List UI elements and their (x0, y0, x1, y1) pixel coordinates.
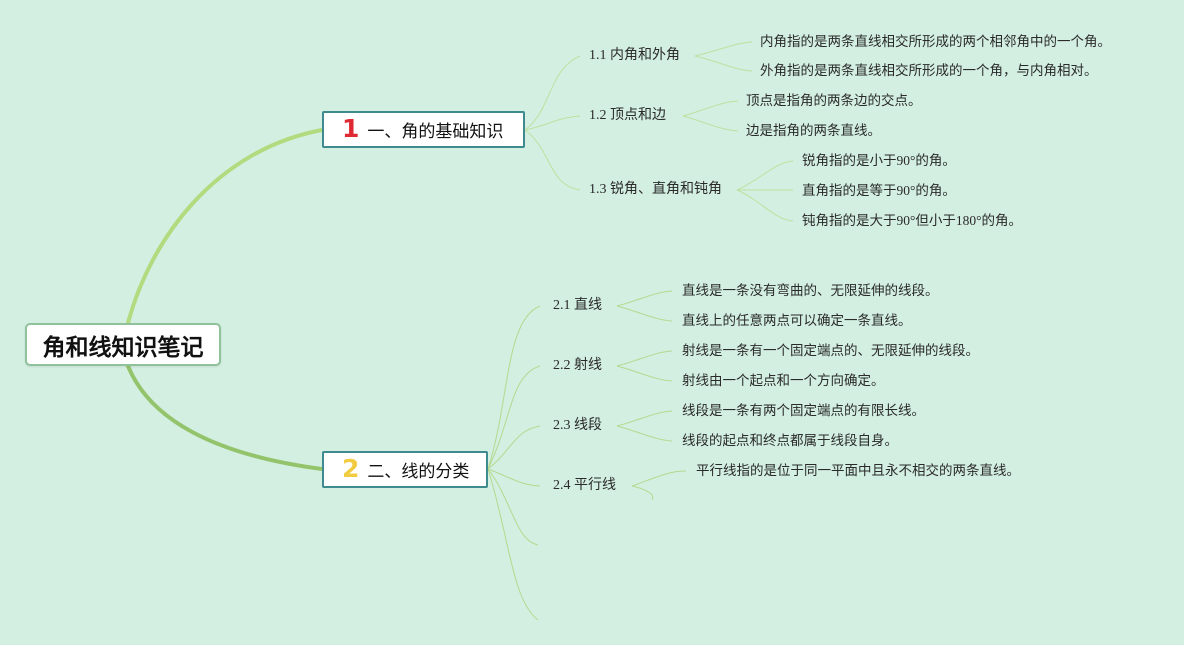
root-topic[interactable]: 角和线知识笔记 (25, 323, 221, 366)
branch-label: 一、角的基础知识 (367, 122, 504, 142)
subtopic-2-3[interactable]: 2.3 线段 (553, 418, 602, 433)
leaf-1-3-3[interactable]: 钝角指的是大于90°但小于180°的角。 (802, 213, 1023, 228)
number-2-icon: 2 (342, 454, 360, 483)
branch-label: 二、线的分类 (367, 462, 470, 482)
leaf-1-3-1[interactable]: 锐角指的是小于90°的角。 (802, 153, 956, 168)
leaf-2-1-1[interactable]: 直线是一条没有弯曲的、无限延伸的线段。 (682, 283, 939, 298)
leaf-1-3-2[interactable]: 直角指的是等于90°的角。 (802, 183, 956, 198)
subtopic-1-1[interactable]: 1.1 内角和外角 (589, 48, 680, 63)
leaf-2-1-2[interactable]: 直线上的任意两点可以确定一条直线。 (682, 313, 912, 328)
root-to-branch-2-line (126, 364, 324, 471)
branch-line-types[interactable]: 2 二、线的分类 (322, 451, 488, 488)
leaf-2-4-1[interactable]: 平行线指的是位于同一平面中且永不相交的两条直线。 (696, 463, 1020, 478)
subtopic-2-1[interactable]: 2.1 直线 (553, 298, 602, 313)
leaf-1-1-1[interactable]: 内角指的是两条直线相交所形成的两个相邻角中的一个角。 (760, 34, 1111, 49)
root-topic-label: 角和线知识笔记 (42, 334, 204, 361)
branch-2-links (487, 290, 687, 621)
leaf-1-2-1[interactable]: 顶点是指角的两条边的交点。 (746, 93, 922, 108)
leaf-2-3-2[interactable]: 线段的起点和终点都属于线段自身。 (682, 433, 898, 448)
subtopic-2-2[interactable]: 2.2 射线 (553, 358, 602, 373)
subtopic-1-2[interactable]: 1.2 顶点和边 (589, 108, 666, 123)
leaf-2-3-1[interactable]: 线段是一条有两个固定端点的有限长线。 (682, 403, 925, 418)
leaf-2-2-1[interactable]: 射线是一条有一个固定端点的、无限延伸的线段。 (682, 343, 979, 358)
branch-angles-basics[interactable]: 1 一、角的基础知识 (322, 111, 525, 148)
leaf-2-2-2[interactable]: 射线由一个起点和一个方向确定。 (682, 373, 885, 388)
number-1-icon: 1 (342, 114, 360, 143)
leaf-1-2-2[interactable]: 边是指角的两条直线。 (746, 123, 881, 138)
root-to-branch-1-line (126, 128, 324, 325)
branch-1-links (524, 41, 794, 222)
subtopic-1-3[interactable]: 1.3 锐角、直角和钝角 (589, 182, 722, 197)
subtopic-2-4[interactable]: 2.4 平行线 (553, 478, 616, 493)
leaf-1-1-2[interactable]: 外角指的是两条直线相交所形成的一个角，与内角相对。 (760, 63, 1098, 78)
